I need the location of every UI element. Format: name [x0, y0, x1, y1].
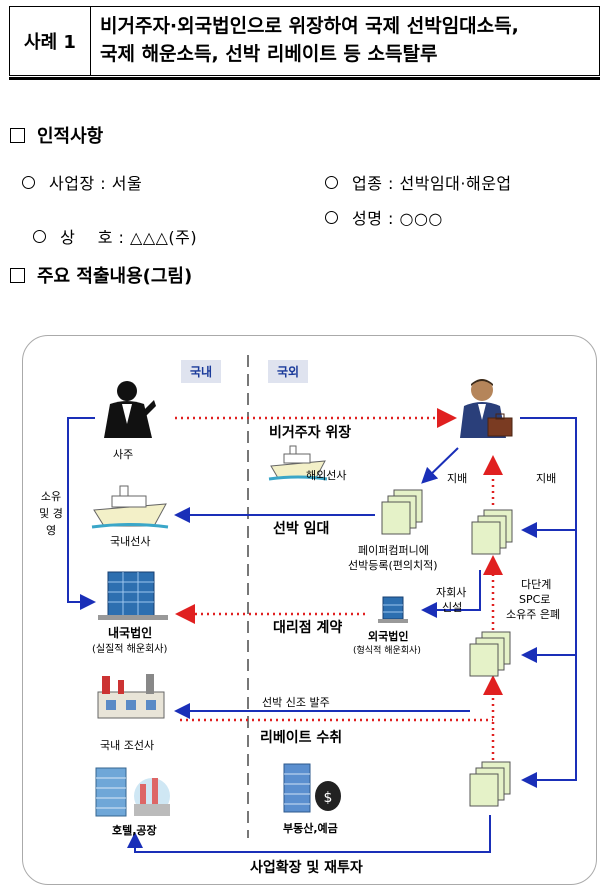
reinvest-label: 사업확장 및 재투자	[250, 860, 363, 876]
document-stack-icon	[471, 509, 513, 555]
rebate-label: 리베이트 수취	[260, 730, 343, 746]
factory-icon	[97, 674, 165, 719]
subsidiary-label1: 자회사	[436, 586, 467, 599]
header-underline	[9, 77, 600, 80]
info-value: 사업장 : 서울	[49, 174, 143, 193]
foreign-corp-label: 외국법인	[368, 630, 409, 643]
scheme-diagram	[22, 335, 597, 885]
control-right-label: 지배	[536, 472, 557, 485]
ship-lease-label: 선박 임대	[273, 521, 330, 537]
foreign-corp-sub: (형식적 해운회사)	[353, 646, 421, 656]
businessman-briefcase-icon	[460, 379, 513, 438]
ownership-arrow	[67, 417, 96, 610]
agency-contract-label: 대리점 계약	[273, 620, 343, 636]
ownership-text: 소유 및 경영	[39, 490, 63, 537]
control-arrow-right	[520, 417, 577, 788]
multi-label2: SPC로	[519, 593, 551, 606]
info-industry: 업종 : 선박임대·해운업	[325, 170, 512, 194]
foreign-ship-icon	[268, 445, 328, 481]
small-building-icon	[378, 596, 408, 623]
document-stack-icon	[469, 631, 511, 677]
document-stack-icon	[381, 489, 423, 535]
subsidiary-arrow	[421, 570, 481, 618]
realestate-label: 부동산,예금	[283, 822, 338, 835]
tab-domestic: 국내	[181, 360, 222, 383]
square-bullet-icon	[10, 268, 25, 283]
circle-bullet-icon	[325, 176, 338, 189]
circle-bullet-icon	[33, 230, 47, 243]
foreign-shipping-label: 해외선사	[306, 469, 347, 482]
section-personal-info: 인적사항	[10, 122, 103, 148]
case-title: 비거주자·외국법인으로 위장하여 국제 선박임대소득, 국제 해운소득, 선박 …	[100, 12, 593, 68]
section-heading: 인적사항	[37, 126, 104, 147]
circle-bullet-icon	[325, 211, 338, 224]
domestic-shipping-label: 국내선사	[110, 535, 151, 548]
shipyard-label: 국내 조선사	[100, 739, 155, 752]
section-heading: 주요 적출내용(그림)	[37, 266, 193, 287]
section-findings: 주요 적출내용(그림)	[10, 262, 192, 288]
paper-company-label2: 선박등록(편의치적)	[348, 559, 438, 572]
hotel-factory-label: 호텔,공장	[112, 824, 157, 837]
case-header: 사례 1 비거주자·외국법인으로 위장하여 국제 선박임대소득, 국제 해운소득…	[9, 6, 600, 80]
ownership-label: 소유 및 경영	[38, 488, 64, 539]
control-left-label: 지배	[447, 472, 468, 485]
svg-text:$: $	[324, 790, 333, 806]
square-bullet-icon	[10, 128, 25, 143]
owner-label: 사주	[113, 448, 134, 461]
new-ship-order-label: 선박 신조 발주	[262, 696, 330, 709]
domestic-corp-label: 내국법인	[108, 626, 153, 640]
info-trade-name: 상 호 : △△△(주)	[22, 205, 197, 248]
building-icon	[98, 571, 168, 620]
disguise-label: 비거주자 위장	[269, 425, 352, 441]
multi-label1: 다단계	[521, 578, 552, 591]
subsidiary-label2: 신설	[442, 601, 463, 614]
hotel-factory-icon	[95, 767, 170, 817]
businessman-icon	[104, 381, 156, 438]
multi-label3: 소유주 은폐	[506, 608, 561, 621]
paper-company-label: 페이퍼컴퍼니에	[358, 544, 429, 557]
info-business-place: 사업장 : 서울	[22, 170, 142, 194]
info-value: 성명 : ○○○	[352, 209, 443, 228]
control-arrow-left	[421, 447, 459, 484]
reinvest-arrow	[127, 815, 491, 853]
case-title-line2: 국제 해운소득, 선박 리베이트 등 소득탈루	[100, 43, 438, 65]
circle-bullet-icon	[22, 176, 35, 189]
case-title-line1: 비거주자·외국법인으로 위장하여 국제 선박임대소득,	[100, 15, 519, 37]
tab-foreign: 국외	[268, 360, 309, 383]
realestate-money-icon: $	[283, 763, 341, 813]
info-value: 업종 : 선박임대·해운업	[352, 174, 512, 193]
domestic-corp-sub: (실질적 해운회사)	[92, 644, 168, 655]
info-value: 상 호 : △△△(주)	[60, 228, 198, 247]
ship-icon	[91, 485, 169, 529]
case-tag: 사례 1	[10, 7, 91, 75]
document-stack-icon	[469, 761, 511, 807]
info-name: 성명 : ○○○	[325, 205, 443, 229]
